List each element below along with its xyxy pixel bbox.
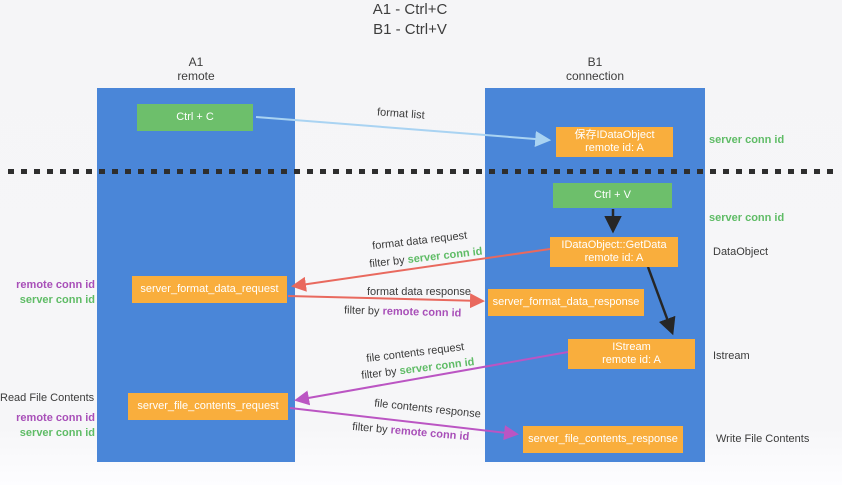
server-file-contents-response-node: server_file_contents_response: [523, 426, 683, 453]
getdata-line1: IDataObject::GetData: [561, 239, 667, 251]
right-server-conn-id-label-2: server conn id: [709, 212, 785, 224]
format-list-label: format list: [376, 106, 426, 122]
column-b-name: B1: [587, 55, 603, 69]
getdata-line2: remote id: A: [584, 252, 644, 264]
filter-by-text: filter by: [360, 365, 398, 382]
istream-line2: remote id: A: [602, 354, 661, 366]
istream-line1: IStream: [612, 341, 651, 353]
column-b-header: B1 connection: [485, 55, 705, 83]
format-data-response-label: format data response: [367, 286, 471, 298]
left-remote-conn-id-label-2: remote conn id: [16, 412, 95, 424]
column-a-header: A1 remote: [97, 55, 295, 83]
server-file-contents-request-node: server_file_contents_request: [128, 393, 288, 420]
dashed-divider: [8, 169, 838, 174]
remote-conn-id-text: remote conn id: [382, 305, 462, 320]
server-file-contents-request-label: server_file_contents_request: [137, 400, 279, 412]
server-format-data-request-node: server_format_data_request: [132, 276, 287, 303]
column-a-subtitle: remote: [177, 69, 215, 83]
left-server-conn-id-label-2: server conn id: [19, 427, 95, 439]
istream-side-label: Istream: [713, 350, 750, 362]
title-line-2: B1 - Ctrl+V: [373, 21, 447, 38]
left-server-conn-id-label-1: server conn id: [19, 294, 95, 306]
istream-node: IStream remote id: A: [568, 339, 695, 369]
server-conn-id-text: server conn id: [406, 245, 484, 267]
filter-by-text: filter by: [351, 420, 389, 436]
ctrl-v-label: Ctrl + V: [594, 189, 631, 201]
getdata-node: IDataObject::GetData remote id: A: [550, 237, 678, 267]
server-format-data-response-label: server_format_data_response: [492, 296, 640, 308]
save-dataobject-node: 保存IDataObject remote id: A: [556, 127, 673, 157]
column-b-subtitle: connection: [565, 69, 625, 83]
right-server-conn-id-label-1: server conn id: [709, 134, 785, 146]
title-line-1: A1 - Ctrl+C: [372, 1, 448, 18]
ctrl-v-node: Ctrl + V: [553, 183, 672, 208]
server-file-contents-response-label: server_file_contents_response: [528, 433, 678, 445]
save-dataobject-line2: remote id: A: [585, 142, 644, 154]
ctrl-c-node: Ctrl + C: [137, 104, 253, 131]
save-dataobject-line1: 保存IDataObject: [574, 129, 655, 141]
server-format-data-request-label: server_format_data_request: [140, 283, 279, 295]
ctrl-c-label: Ctrl + C: [176, 111, 214, 123]
server-format-data-response-node: server_format_data_response: [488, 289, 644, 316]
read-file-contents-label: Read File Contents: [0, 392, 95, 404]
file-contents-response-filter-label: filter by remote conn id: [352, 421, 470, 443]
diagram-title: A1 - Ctrl+C B1 - Ctrl+V: [0, 0, 820, 40]
format-data-response-filter-label: filter by remote conn id: [344, 304, 462, 319]
remote-conn-id-text: remote conn id: [390, 424, 470, 444]
filter-by-text: filter by: [368, 254, 406, 271]
column-a-name: A1: [188, 55, 204, 69]
dataobject-label: DataObject: [713, 246, 769, 258]
left-remote-conn-id-label-1: remote conn id: [16, 279, 95, 291]
write-file-contents-label: Write File Contents: [716, 433, 810, 445]
filter-by-text: filter by: [343, 304, 380, 318]
file-contents-response-label: file contents response: [373, 397, 482, 421]
